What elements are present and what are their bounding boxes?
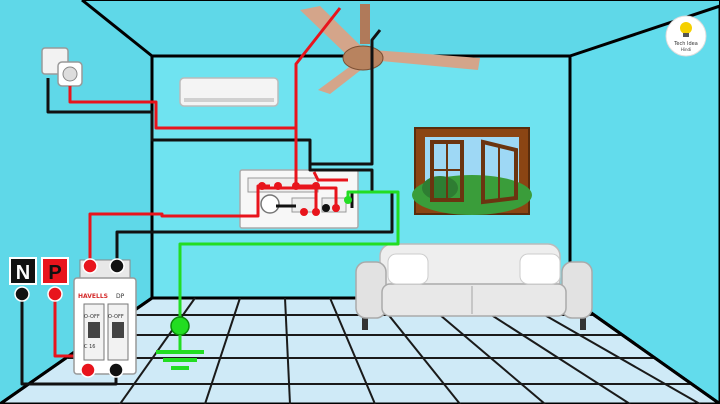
phase-label: P [48, 262, 61, 284]
mcb-brand: HAVELLS [78, 293, 108, 300]
mcb-type: DP [116, 293, 125, 300]
mcb-left-switch-text: O-OFF [84, 314, 100, 320]
logo-icon: Tech Idea Hindi [665, 15, 707, 57]
logo-line1: Tech Idea [673, 41, 698, 47]
sofa-icon [355, 243, 593, 330]
neutral-label: N [16, 262, 30, 284]
mcb-icon: HAVELLS DP O-OFF O-OFF C 16 [73, 258, 137, 378]
neutral-terminal: N [9, 257, 37, 302]
mcb-right-switch-text: O-OFF [108, 314, 124, 320]
switch-terminals [258, 182, 352, 216]
bulb-holder-icon [41, 47, 83, 87]
earth-ground-icon [156, 316, 204, 370]
logo-line2: Hindi [681, 47, 691, 52]
phase-terminal: P [41, 257, 69, 302]
earth-wire [178, 190, 400, 326]
ceiling-fan-icon [300, 4, 480, 94]
window-icon [412, 127, 532, 215]
ac-unit-icon [179, 77, 279, 107]
right-wall [568, 4, 720, 404]
mcb-rating: C 16 [84, 344, 95, 350]
